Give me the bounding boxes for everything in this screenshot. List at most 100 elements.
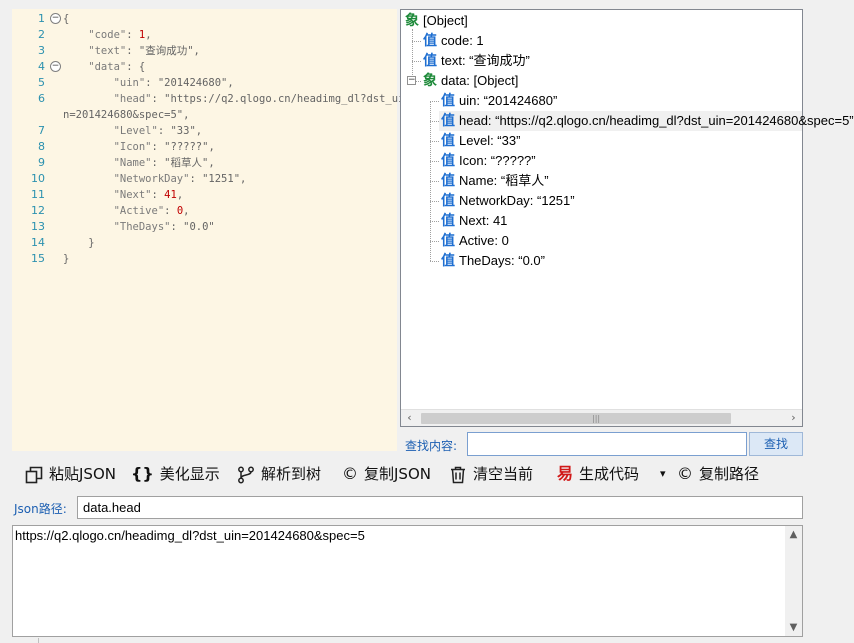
tree-node-value[interactable]: 值 head: “https://q2.qlogo.cn/headimg_dl?d… <box>439 111 854 131</box>
tree-connector <box>430 101 439 102</box>
tree-node-label: uin: “201424680” <box>459 93 558 108</box>
code-token: , <box>183 205 190 217</box>
scroll-down-arrow-icon[interactable]: ▼ <box>789 622 798 633</box>
code-token: : <box>151 93 165 105</box>
line-number: 8 <box>38 140 45 153</box>
code-token: { <box>63 13 70 25</box>
tree-node-label: text: “查询成功” <box>441 53 530 68</box>
tree-connector <box>430 181 439 182</box>
tree-connector <box>412 61 421 62</box>
json-editor[interactable]: 1−{2 "code": 1,3 "text": "查询成功",4− "data… <box>12 9 404 451</box>
code-token: 1 <box>138 29 146 41</box>
output-textarea[interactable]: https://q2.qlogo.cn/headimg_dl?dst_uin=2… <box>12 525 803 637</box>
code-token: "稻草人" <box>164 157 209 169</box>
value-icon: 值 <box>441 113 455 129</box>
scroll-right-arrow-icon[interactable]: › <box>791 411 796 424</box>
json-path-label: Json路径: <box>14 502 67 516</box>
scrollbar-thumb[interactable]: ||| <box>421 413 731 424</box>
code-token: } <box>63 237 95 249</box>
code-token: "TheDays" <box>63 221 171 233</box>
line-number: 2 <box>38 28 45 41</box>
tree-node-label: [Object] <box>423 13 468 28</box>
tree-node-label: data: [Object] <box>441 73 519 88</box>
code-token: "NetworkDay" <box>63 173 190 185</box>
code-token: , <box>176 189 184 201</box>
tree-node-object[interactable]: 象[Object] <box>403 11 468 31</box>
search-label: 查找内容: <box>405 439 458 453</box>
paste-icon <box>25 460 43 488</box>
tree-connector <box>430 221 439 222</box>
json-path-input[interactable]: data.head <box>77 496 803 519</box>
copyright-icon: © <box>342 464 358 483</box>
line-number: 7 <box>38 124 45 137</box>
tree-node-label: NetworkDay: “1251” <box>459 193 575 208</box>
scroll-left-arrow-icon[interactable]: ‹ <box>407 411 412 424</box>
code-token: "Active" <box>63 205 165 217</box>
trash-icon <box>449 460 467 488</box>
line-number: 9 <box>38 156 45 169</box>
fold-toggle-icon[interactable]: − <box>50 61 61 72</box>
tree-connector <box>412 29 413 81</box>
code-token: "https://q2.qlogo.cn/headimg_dl?dst_ui <box>164 93 405 105</box>
braces-icon: {} <box>131 464 154 483</box>
code-token: "code" <box>63 29 127 41</box>
tree-connector <box>412 81 421 82</box>
code-line: 6 "head": "https://q2.qlogo.cn/headimg_d… <box>12 91 404 107</box>
copy-path-button[interactable]: ©复制路径 <box>677 460 759 488</box>
code-token: : <box>151 157 165 169</box>
code-line: 5 "uin": "201424680", <box>12 75 397 91</box>
beautify-label: 美化显示 <box>159 465 220 483</box>
search-button[interactable]: 查找 <box>749 432 803 456</box>
code-token: , <box>208 157 215 169</box>
code-text: "data": { <box>63 59 145 75</box>
code-text: "text": "查询成功", <box>63 43 200 59</box>
tree-connector <box>430 141 439 142</box>
chevron-down-icon: ▾ <box>660 467 666 480</box>
generate-code-button[interactable]: 易生成代码 <box>557 460 639 488</box>
copy-json-button[interactable]: ©复制JSON <box>342 460 431 488</box>
parse-tree-button[interactable]: 解析到树 <box>237 460 321 488</box>
line-number: 12 <box>31 204 45 217</box>
tree-node-value[interactable]: 值 NetworkDay: “1251” <box>439 191 575 211</box>
beautify-button[interactable]: {} 美化显示 <box>131 460 220 488</box>
output-vertical-scrollbar[interactable]: ▲ ▼ <box>785 526 802 636</box>
search-input[interactable] <box>467 432 747 456</box>
code-line: 7 "Level": "33", <box>12 123 397 139</box>
tree-node-label: Name: “稻草人” <box>459 173 549 188</box>
value-icon: 值 <box>441 173 455 189</box>
code-token: , <box>208 141 215 153</box>
code-line: 13 "TheDays": "0.0" <box>12 219 397 235</box>
code-line: 15} <box>12 251 397 267</box>
paste-json-button[interactable]: 粘贴JSON <box>25 460 116 488</box>
scrollbar-grip-icon: ||| <box>592 414 601 423</box>
value-icon: 值 <box>441 233 455 249</box>
code-token: "Level" <box>63 125 158 137</box>
code-token: "uin" <box>63 77 146 89</box>
collapse-toggle-icon[interactable]: − <box>407 75 416 85</box>
tree-horizontal-scrollbar[interactable]: ‹ ||| › <box>401 409 802 426</box>
value-icon: 值 <box>441 193 455 209</box>
clear-current-button[interactable]: 清空当前 <box>449 460 533 488</box>
tree-node-label: head: “https://q2.qlogo.cn/headimg_dl?ds… <box>459 113 854 128</box>
code-text: } <box>63 251 69 267</box>
scroll-up-arrow-icon[interactable]: ▲ <box>789 529 798 540</box>
fold-toggle-icon[interactable]: − <box>50 13 61 24</box>
code-token: : <box>164 205 177 217</box>
tree-connector <box>430 241 439 242</box>
tree-node-label: Icon: “?????” <box>459 153 536 168</box>
line-number: 4 <box>38 60 45 73</box>
code-token: : <box>126 45 139 57</box>
generate-code-dropdown[interactable]: ▾ <box>660 460 666 488</box>
tree-node-value[interactable]: 值 Name: “稻草人” <box>439 171 549 191</box>
code-token: 41 <box>164 189 177 201</box>
